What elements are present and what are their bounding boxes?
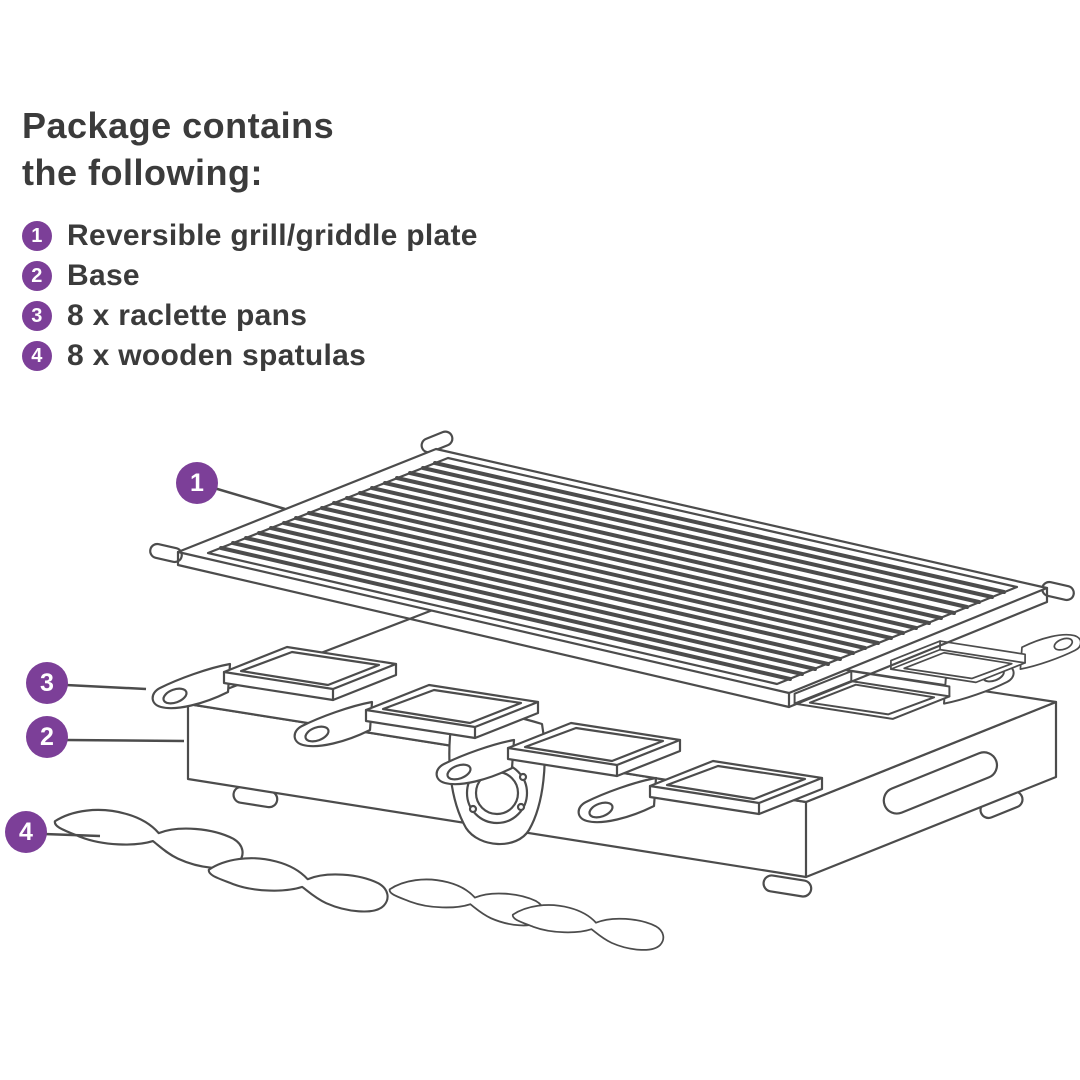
- page-title-line1: Package contains: [22, 105, 335, 146]
- list-item-label: 8 x wooden spatulas: [67, 339, 367, 372]
- package-contents-list: 1 Reversible grill/griddle plate 2 Base …: [22, 216, 478, 376]
- leader-line-4: [43, 832, 101, 838]
- grill-ridges: [219, 461, 1006, 681]
- callout-badge-raclette-pans: 3: [26, 662, 68, 704]
- list-item-label: 8 x raclette pans: [67, 299, 308, 332]
- callout-leader-lines: [43, 486, 286, 838]
- raclette-pan: [890, 633, 1080, 684]
- list-number-badge-4: 4: [22, 341, 52, 371]
- list-item-label: Reversible grill/griddle plate: [67, 219, 478, 252]
- list-number-badge-2: 2: [22, 261, 52, 291]
- base-handle-recess: [882, 751, 999, 815]
- leader-line-3: [65, 683, 147, 691]
- leader-line-1: [213, 486, 286, 511]
- list-item-wooden-spatulas: 4 8 x wooden spatulas: [22, 336, 478, 376]
- callout-badge-grill-plate: 1: [176, 462, 218, 504]
- list-number-badge-1: 1: [22, 221, 52, 251]
- list-item-base: 2 Base: [22, 256, 478, 296]
- list-item-label: Base: [67, 259, 140, 292]
- page-title: Package contains the following:: [22, 103, 334, 197]
- list-number-badge-3: 3: [22, 301, 52, 331]
- callout-badge-spatulas: 4: [5, 811, 47, 853]
- plate-inner-rim: [206, 456, 1019, 686]
- list-item-raclette-pans: 3 8 x raclette pans: [22, 296, 478, 336]
- leader-line-2: [65, 738, 185, 743]
- callout-badge-base: 2: [26, 716, 68, 758]
- grill-plate: [149, 430, 1075, 709]
- plate-corner-tab: [149, 542, 183, 564]
- page-title-line2: the following:: [22, 151, 263, 193]
- plate-corner-tab: [420, 430, 454, 454]
- list-item-grill-plate: 1 Reversible grill/griddle plate: [22, 216, 478, 256]
